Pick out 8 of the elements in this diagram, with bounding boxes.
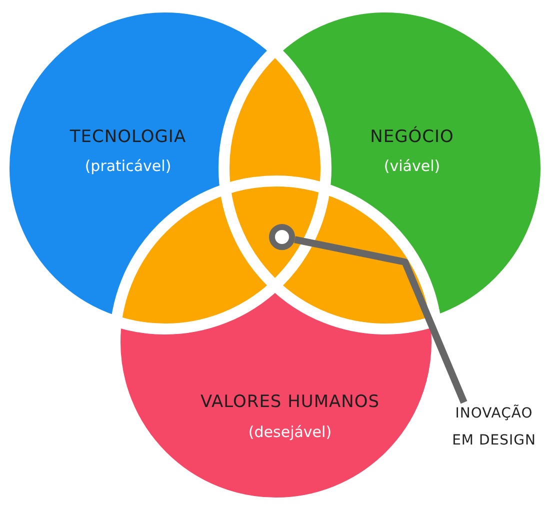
circle-subtitle: (praticável) [84, 157, 172, 175]
circle-title: TECNOLOGIA [70, 127, 186, 147]
circle-subtitle: (viável) [384, 157, 440, 175]
leader-line [294, 236, 468, 404]
callout-label: INOVAÇÃO EM DESIGN [452, 404, 536, 450]
circle-title: VALORES HUMANOS [200, 392, 380, 412]
circle-title: NEGÓCIO [370, 127, 454, 147]
circle-subtitle: (desejável) [248, 423, 332, 441]
